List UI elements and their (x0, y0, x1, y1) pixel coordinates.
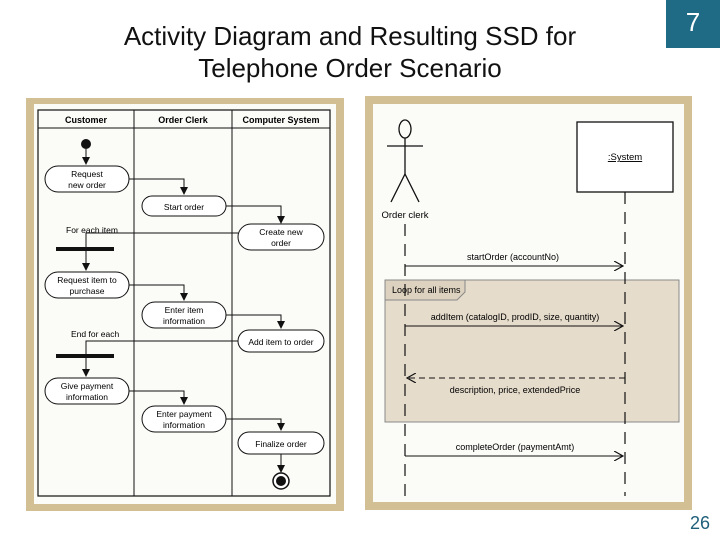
system-box (576, 121, 674, 193)
lane-order-clerk: Order Clerk (158, 115, 209, 125)
action-label: Create new (259, 227, 303, 237)
swimlane-border (37, 109, 331, 497)
page-number: 26 (689, 513, 710, 533)
action-label: information (163, 316, 205, 326)
action-label: Request item to (57, 275, 117, 285)
label-for-each-item: For each item (66, 225, 118, 235)
actor-icon (387, 119, 423, 203)
action-label: Add item to order (248, 337, 313, 347)
ssd-paper: Order clerk :System Loop for all items s… (373, 104, 684, 502)
action-label: Enter item (165, 305, 204, 315)
system-sequence-diagram: Order clerk :System Loop for all items s… (382, 119, 680, 496)
action-label: information (66, 392, 108, 402)
loop-fragment (384, 279, 680, 423)
message-complete-order: completeOrder (paymentAmt) (456, 442, 575, 452)
initial-node (81, 139, 91, 149)
action-label: Enter payment (156, 409, 212, 419)
system-label: :System (608, 152, 642, 163)
activity-diagram-paper: Customer Order Clerk Computer System Req… (34, 104, 336, 504)
lane-computer-system: Computer System (242, 115, 319, 125)
slide-title-line-2: Telephone Order Scenario (198, 53, 502, 83)
action-create-new-order (237, 223, 325, 251)
message-add-item: addItem (catalogID, prodID, size, quanti… (431, 312, 600, 322)
lane-customer: Customer (65, 115, 108, 125)
action-label: Give payment (61, 381, 114, 391)
message-return: description, price, extendedPrice (450, 385, 581, 395)
chapter-badge: 7 (666, 0, 720, 48)
action-label: order (271, 238, 291, 248)
label-end-for-each: End for each (71, 329, 119, 339)
action-label: new order (68, 180, 106, 190)
action-label: information (163, 420, 205, 430)
slide-title-line-1: Activity Diagram and Resulting SSD for (123, 21, 577, 51)
message-start-order: startOrder (accountNo) (467, 252, 559, 262)
action-label: Finalize order (255, 439, 307, 449)
action-label: Start order (164, 202, 204, 212)
activity-diagram: Customer Order Clerk Computer System Req… (37, 109, 331, 497)
action-label: Request (71, 169, 103, 179)
actor-label: Order clerk (382, 210, 429, 221)
action-label: purchase (70, 286, 105, 296)
loop-label: Loop for all items (392, 285, 461, 295)
slide-title: Activity Diagram and Resulting SSD for T… (60, 20, 640, 84)
